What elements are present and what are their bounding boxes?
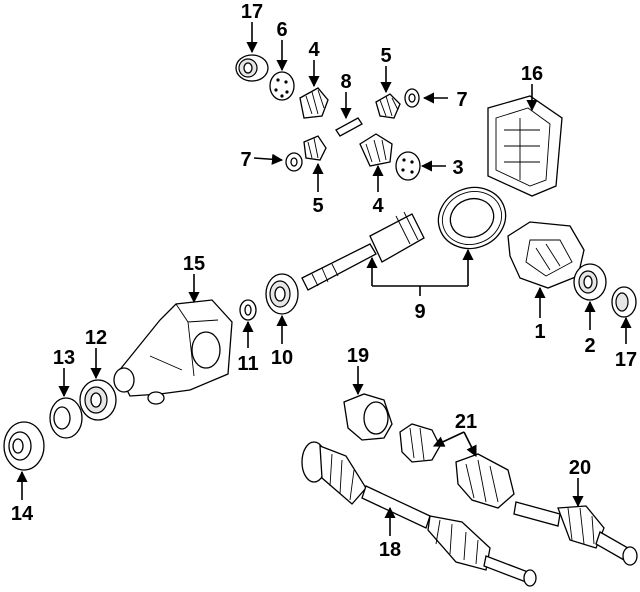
callout-4-top: 4 [308,39,320,61]
part-11-spacer[interactable] [239,299,257,321]
callout-7-right: 7 [456,89,467,111]
part-8-pinion-shaft[interactable] [335,117,363,137]
callout-11: 11 [237,353,258,375]
callout-16: 16 [521,63,543,85]
callout-9: 9 [414,301,425,323]
callout-4-bottom: 4 [372,195,384,217]
part-3-thrust-washer[interactable] [395,151,421,181]
part-9-ring-gear[interactable] [430,178,514,258]
callout-17-top: 17 [241,1,263,23]
part-17-bearing-right[interactable] [611,286,637,318]
part-6-thrust-washer[interactable] [269,71,295,101]
part-5-pinion-gear-top[interactable] [375,93,401,119]
part-7-washer-top[interactable] [404,88,420,108]
callout-10: 10 [271,347,293,369]
callout-21: 21 [455,411,477,433]
part-15-differential-housing[interactable] [113,299,233,405]
callout-5-top: 5 [380,45,391,67]
part-10-pinion-bearing[interactable] [265,273,299,315]
callout-lines [16,22,632,536]
callout-7-left: 7 [240,149,251,171]
callout-18: 18 [379,539,401,561]
part-21-boot-inner[interactable] [399,423,441,463]
callout-19: 19 [347,345,369,367]
callout-3: 3 [452,157,463,179]
callout-14: 14 [11,503,34,525]
part-2-side-bearing[interactable] [573,263,607,301]
part-21-boot-outer[interactable] [455,453,515,509]
part-13-pinion-seal[interactable] [49,397,83,439]
part-14-companion-flange[interactable] [3,421,45,471]
part-17-bearing-top[interactable] [235,54,269,82]
part-1-differential-carrier[interactable] [507,221,585,289]
callout-6: 6 [276,19,287,41]
callout-20: 20 [569,457,591,479]
callout-8: 8 [340,71,351,93]
callout-5-bottom: 5 [312,195,323,217]
callout-12: 12 [85,327,107,349]
callout-1: 1 [534,321,545,343]
callout-2: 2 [584,335,595,357]
part-9-pinion-shaft[interactable] [301,211,425,291]
part-4-side-gear-top[interactable] [299,87,329,119]
part-7-washer-middle[interactable] [285,152,303,172]
part-20-axle-shaft-assembly[interactable] [513,501,638,566]
callout-17-right: 17 [615,349,637,371]
callout-15: 15 [183,253,205,275]
part-16-differential-cover[interactable] [487,95,563,197]
part-5-pinion-gear-middle[interactable] [303,135,327,161]
callout-13: 13 [53,347,75,369]
part-4-side-gear-middle[interactable] [359,133,393,167]
part-19-outer-joint[interactable] [343,393,393,441]
part-12-pinion-rear-bearing[interactable] [79,379,117,421]
part-18-axle-shaft-assembly[interactable] [301,441,537,587]
